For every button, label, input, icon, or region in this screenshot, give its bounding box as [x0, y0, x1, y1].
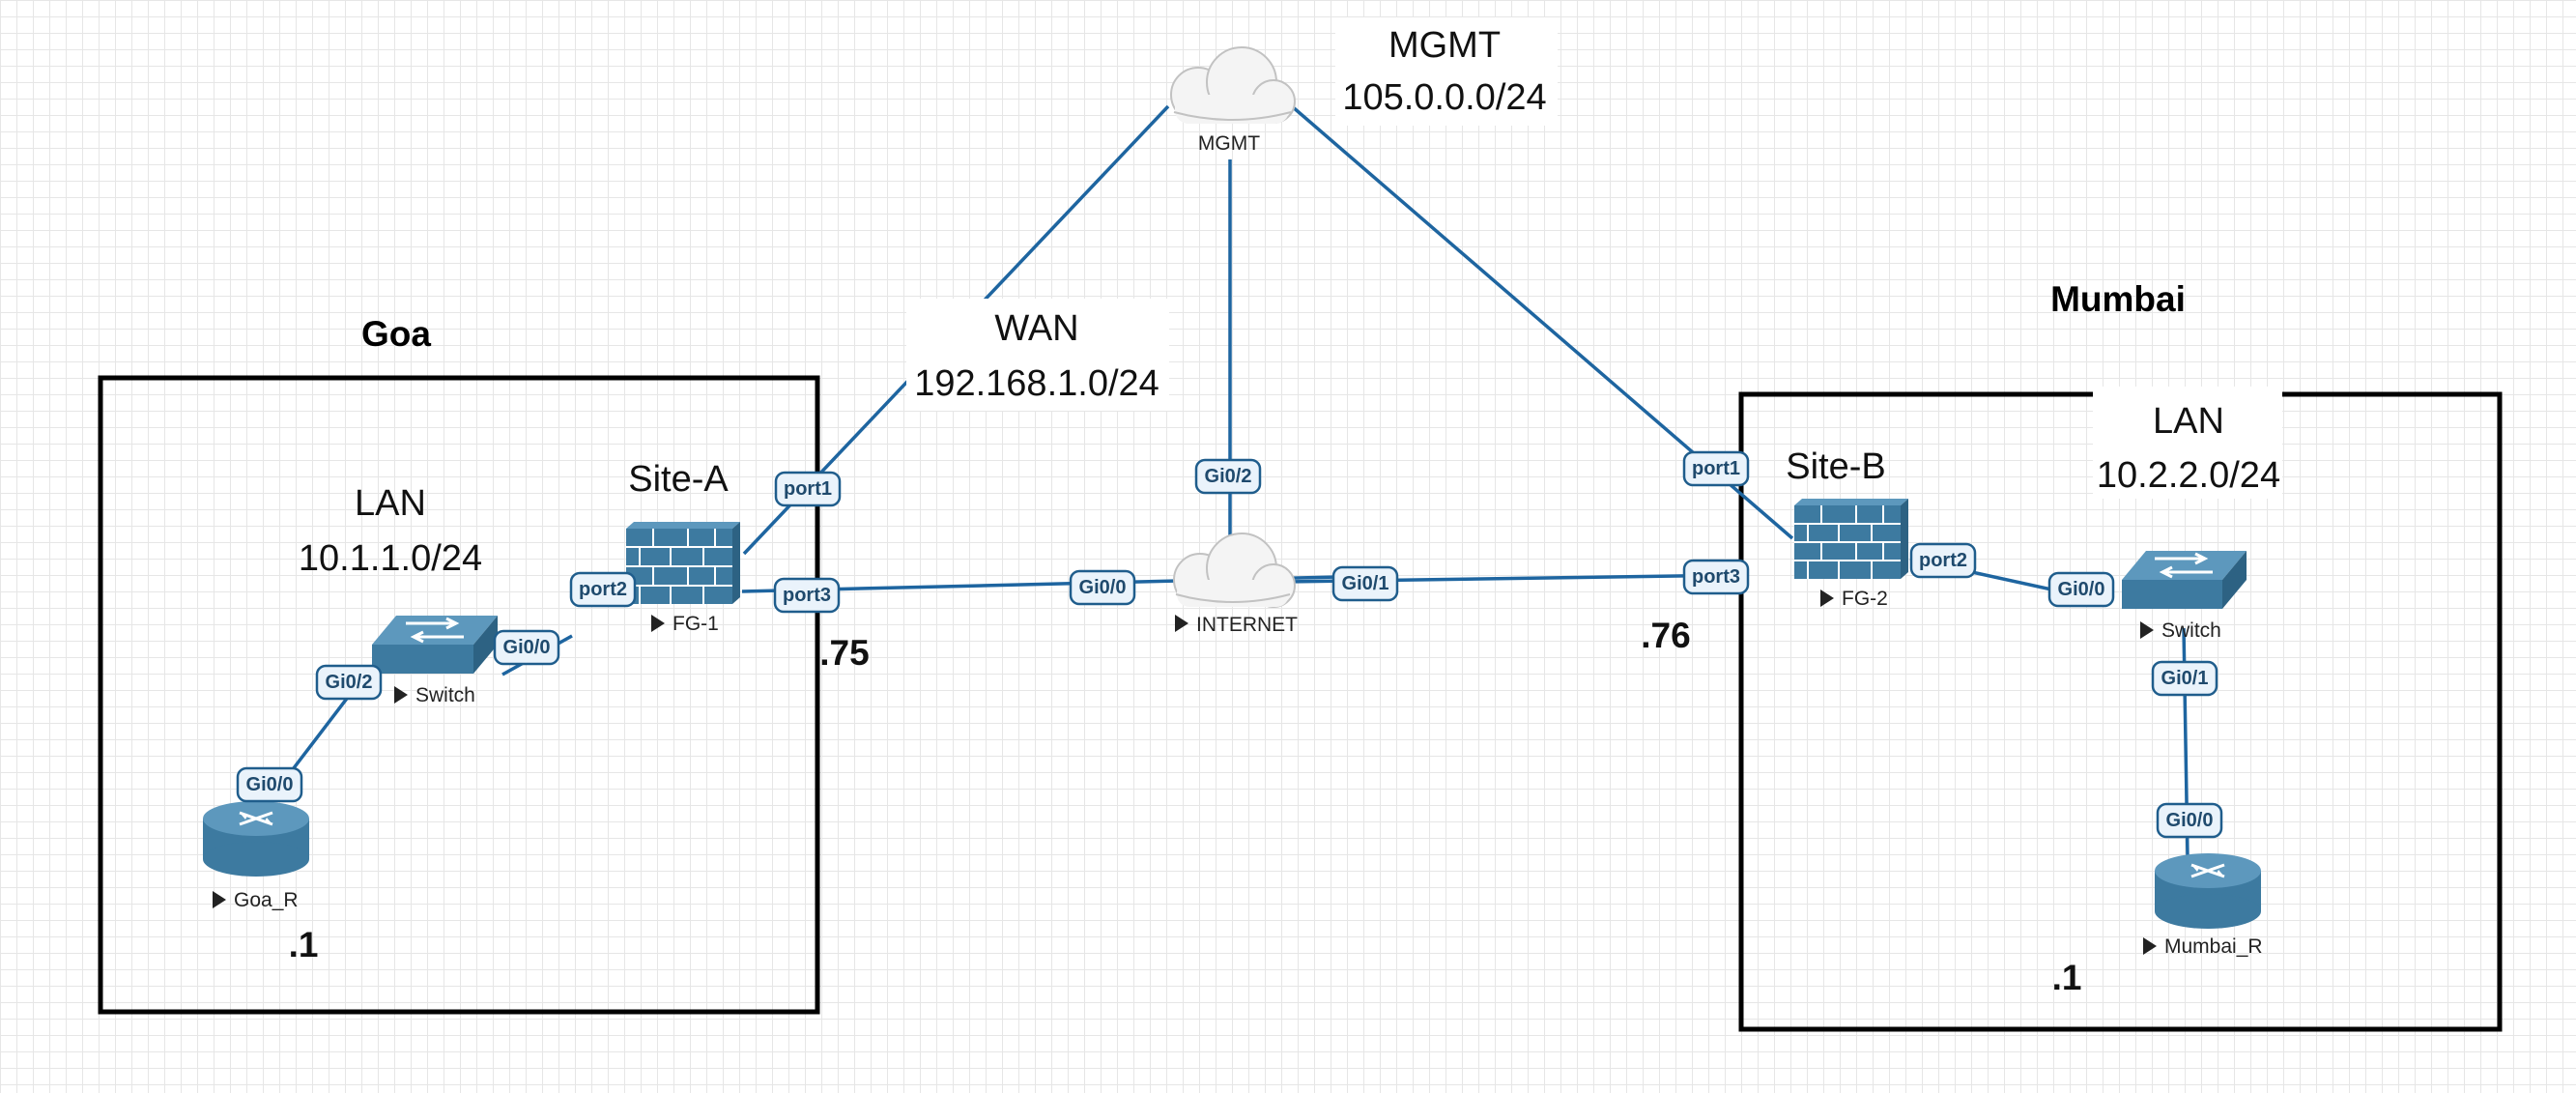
wan-label-bg — [906, 299, 1169, 411]
mumbai-r-ip-label: .1 — [2052, 958, 2082, 997]
play-icon — [651, 615, 665, 632]
site-b-label: Site-B — [1786, 446, 1885, 487]
svg-text:Gi0/0: Gi0/0 — [246, 774, 294, 795]
goa-r-ip-label: .1 — [289, 925, 319, 964]
mumbai-lan-label: LAN — [2153, 401, 2224, 442]
cloud-icon — [1173, 532, 1296, 608]
play-icon — [1175, 615, 1188, 632]
fg1-firewall[interactable]: FG-1 — [626, 522, 740, 635]
mumbai-lan-subnet: 10.2.2.0/24 — [2097, 455, 2280, 496]
switch-a[interactable]: Switch — [372, 616, 498, 706]
goa-lan-label: LAN — [355, 483, 426, 524]
mumbai-r-router[interactable]: Mumbai_R — [2143, 853, 2263, 958]
port-mumbai-r-gi00[interactable]: Gi0/0 — [2156, 802, 2223, 839]
play-icon — [394, 686, 408, 704]
port-internet-gi01[interactable]: Gi0/1 — [1331, 565, 1399, 602]
svg-text:Gi0/0: Gi0/0 — [2058, 579, 2105, 600]
mgmt-subnet: 105.0.0.0/24 — [1342, 77, 1546, 118]
router-icon — [203, 801, 309, 877]
goa-r-router[interactable]: Goa_R — [203, 801, 309, 911]
goa-site-box — [98, 375, 820, 1015]
port-fg2-port3[interactable]: port3 — [1682, 559, 1750, 595]
switch-b[interactable]: Switch — [2122, 551, 2247, 642]
port-fg1-port1[interactable]: port1 — [774, 471, 842, 507]
svg-text:Gi0/1: Gi0/1 — [1342, 573, 1389, 594]
port-fg1-port2[interactable]: port2 — [569, 571, 637, 608]
port-switch-b-gi01[interactable]: Gi0/1 — [2151, 660, 2218, 697]
fg2-firewall[interactable]: FG-2 — [1794, 499, 1908, 610]
port-switch-b-gi00[interactable]: Gi0/0 — [2047, 571, 2115, 608]
goa-title: Goa — [361, 314, 431, 354]
fg1-ip-label: .75 — [819, 633, 869, 673]
svg-text:Gi0/2: Gi0/2 — [1205, 466, 1252, 487]
port-fg1-port3[interactable]: port3 — [773, 577, 841, 614]
svg-text:port1: port1 — [784, 478, 832, 500]
port-switch-a-gi00[interactable]: Gi0/0 — [493, 629, 560, 666]
internet-cloud[interactable]: INTERNET — [1173, 532, 1298, 636]
svg-text:Gi0/2: Gi0/2 — [326, 672, 373, 693]
port-internet-gi02[interactable]: Gi0/2 — [1194, 458, 1262, 495]
switch-icon — [2122, 551, 2247, 609]
port-fg2-port2[interactable]: port2 — [1909, 542, 1977, 579]
port-switch-a-gi02[interactable]: Gi0/2 — [315, 664, 383, 701]
wan-label: WAN — [994, 308, 1078, 349]
mgmt-cloud-label: MGMT — [1198, 132, 1260, 155]
internet-cloud-label: INTERNET — [1196, 614, 1298, 636]
svg-text:Gi0/1: Gi0/1 — [2161, 668, 2209, 689]
mgmt-label-bg — [1335, 17, 1558, 126]
svg-text:port2: port2 — [1919, 550, 1967, 571]
cloud-icon — [1170, 46, 1296, 124]
port-internet-gi00[interactable]: Gi0/0 — [1069, 569, 1136, 606]
fg2-label: FG-2 — [1842, 588, 1888, 610]
mumbai-title: Mumbai — [2050, 279, 2186, 319]
play-icon — [2143, 937, 2157, 955]
mgmt-cloud[interactable]: MGMT — [1170, 46, 1296, 155]
svg-text:port3: port3 — [1692, 566, 1740, 588]
wan-subnet: 192.168.1.0/24 — [914, 363, 1159, 404]
firewall-icon — [626, 522, 740, 604]
svg-text:Gi0/0: Gi0/0 — [1079, 577, 1127, 598]
goa-lan-subnet: 10.1.1.0/24 — [299, 538, 482, 579]
svg-text:port2: port2 — [579, 579, 627, 600]
switch-a-label: Switch — [415, 684, 475, 706]
router-icon — [2155, 853, 2261, 929]
site-a-label: Site-A — [628, 459, 729, 500]
port-fg2-port1[interactable]: port1 — [1682, 450, 1750, 487]
mgmt-label: MGMT — [1388, 25, 1501, 66]
svg-text:Gi0/0: Gi0/0 — [503, 637, 551, 658]
goa-r-label: Goa_R — [234, 889, 299, 911]
switch-b-label: Switch — [2161, 619, 2221, 642]
play-icon — [2140, 621, 2154, 639]
switch-icon — [372, 616, 498, 674]
fg1-label: FG-1 — [673, 613, 719, 635]
play-icon — [213, 891, 226, 908]
svg-text:port1: port1 — [1692, 458, 1740, 479]
mumbai-r-label: Mumbai_R — [2164, 935, 2263, 958]
fg2-ip-label: .76 — [1641, 616, 1690, 655]
svg-text:Gi0/0: Gi0/0 — [2166, 810, 2214, 831]
svg-text:port3: port3 — [783, 585, 831, 606]
play-icon — [1820, 590, 1834, 607]
port-goa-r-gi00[interactable]: Gi0/0 — [236, 766, 303, 803]
firewall-icon — [1794, 499, 1908, 579]
mumbai-lan-label-bg — [2093, 387, 2282, 499]
